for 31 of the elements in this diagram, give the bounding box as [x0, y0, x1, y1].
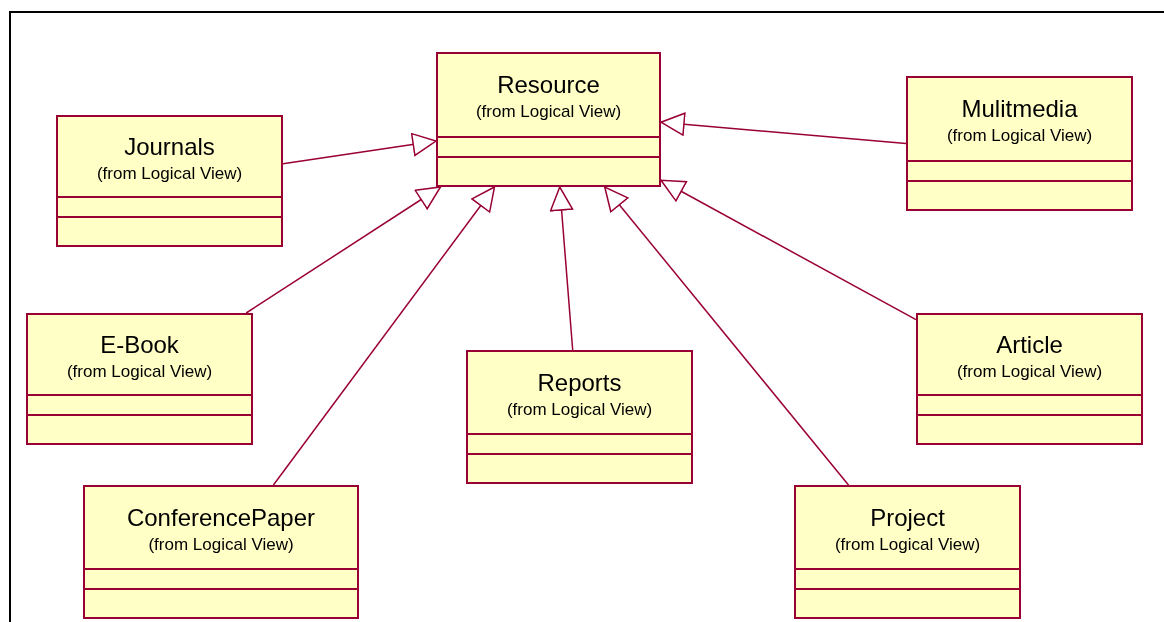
class-box [466, 350, 693, 484]
class-name: Resource [497, 70, 600, 100]
package-note: (from Logical View) [946, 125, 1093, 147]
generalization-arrow [245, 186, 442, 314]
package-note: (from Logical View) [96, 162, 243, 185]
class-box [906, 76, 1133, 211]
package-note: (from Logical View) [66, 360, 213, 383]
class-name: E-Book [100, 329, 179, 360]
class-name: Project [870, 502, 945, 533]
class-box [436, 52, 661, 187]
generalization-arrow [660, 179, 917, 321]
class-box [26, 313, 253, 445]
generalization-arrow [549, 186, 574, 351]
class-name: ConferencePaper [126, 502, 316, 533]
package-note: (from Logical View) [475, 101, 622, 123]
class-name: Mulitmedia [961, 94, 1078, 124]
class-box [83, 485, 359, 619]
class-box [56, 115, 283, 247]
package-note: (from Logical View) [834, 533, 981, 556]
generalization-arrow [660, 112, 907, 145]
generalization-arrow [282, 132, 437, 165]
class-name: Article [996, 329, 1063, 360]
package-note: (from Logical View) [148, 533, 294, 556]
class-name: Journals [124, 131, 215, 162]
class-box [916, 313, 1143, 445]
package-note: (from Logical View) [506, 398, 653, 421]
class-name: Reports [537, 367, 622, 398]
generalization-arrow [272, 186, 496, 486]
package-note: (from Logical View) [956, 360, 1103, 383]
generalization-arrow [604, 186, 850, 486]
class-box [794, 485, 1021, 619]
